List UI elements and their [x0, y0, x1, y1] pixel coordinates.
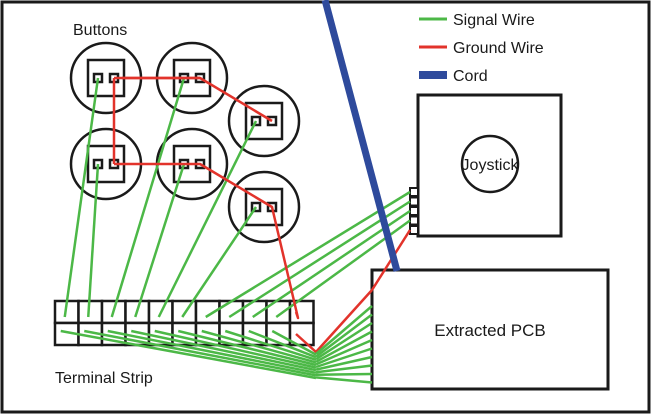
joystick-pin [409, 206, 419, 216]
legend-signal-label: Signal Wire [453, 12, 535, 29]
signal-wire [107, 329, 317, 375]
pcb-box [370, 268, 610, 391]
terminal-cell [288, 321, 315, 347]
signal-wire [157, 120, 258, 318]
signal-wire [224, 329, 317, 361]
signal-wire [315, 313, 373, 358]
signal-wire [315, 355, 373, 371]
signal-wire [154, 329, 317, 369]
signal-wire [60, 329, 317, 380]
signal-wire [315, 364, 373, 374]
cord-line [321, 0, 401, 272]
signal-wire [228, 200, 411, 319]
signal-wire [315, 347, 373, 369]
signal-wire [130, 329, 317, 372]
ground-wire [295, 289, 373, 354]
joystick-pin [409, 215, 419, 226]
joystick-module: Joystick [409, 93, 563, 238]
signal-wire [63, 77, 100, 318]
signal-wire [87, 163, 100, 318]
joystick-pin [409, 187, 419, 197]
arcade-button [227, 170, 301, 244]
joystick-pin [409, 225, 419, 235]
legend-cord-label: Cord [453, 68, 488, 85]
signal-wire [248, 329, 317, 359]
signal-wire [205, 190, 411, 319]
signal-wire [201, 329, 317, 364]
signal-wire [271, 329, 317, 356]
signal-wire [84, 329, 317, 377]
signal-wire [315, 338, 373, 366]
signal-wire [315, 372, 373, 377]
signal-wire [315, 330, 373, 363]
signal-wire [315, 321, 373, 361]
joystick-box [416, 93, 563, 238]
legend-ground-label: Ground Wire [453, 40, 544, 57]
pcb-module: Extracted PCB [370, 268, 610, 391]
ground-wire [114, 162, 300, 320]
terminal-cell [241, 299, 268, 325]
legend-cord-swatch [419, 71, 447, 79]
signal-wire [134, 163, 186, 318]
buttons-title: Buttons [73, 22, 127, 39]
legend: Signal Wire Ground Wire Cord [419, 12, 544, 85]
signal-wire [315, 376, 373, 384]
signal-wire [110, 77, 186, 318]
terminal-strip-label: Terminal Strip [55, 370, 153, 387]
joystick-stick-icon [460, 134, 520, 194]
joystick-pin [409, 196, 419, 207]
signal-wire [181, 206, 258, 318]
pcb-label: Extracted PCB [434, 321, 546, 340]
arcade-button [227, 84, 301, 158]
terminal-cell [218, 299, 245, 325]
signal-wire [177, 329, 317, 367]
signal-wire [315, 305, 373, 355]
joystick-label: Joystick [462, 157, 520, 174]
joystick-pins [409, 187, 419, 235]
